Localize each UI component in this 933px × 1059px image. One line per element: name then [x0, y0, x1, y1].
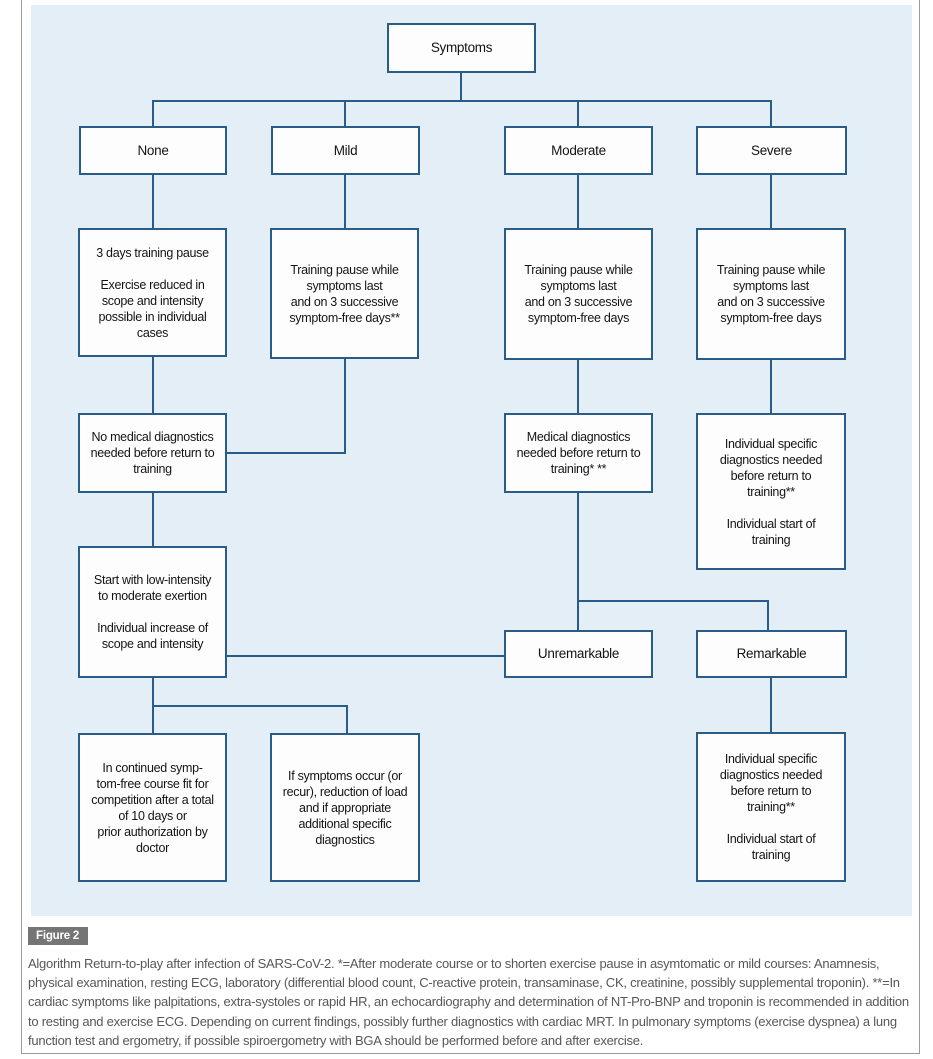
connector-severe-in	[770, 100, 772, 126]
node-medical-diagnostics-needed: Medical diagnostics needed before return…	[504, 413, 653, 493]
node-none-training-pause: 3 days training pause Exercise reduced i…	[78, 228, 227, 357]
connector-symptoms-down	[460, 73, 462, 101]
node-symptoms: Symptoms	[387, 23, 536, 73]
node-if-symptoms-occur: If symptoms occur (or recur), reduction …	[270, 733, 420, 882]
figure-badge: Figure 2	[28, 927, 89, 945]
connector-moderate-diag	[577, 358, 579, 413]
page-frame	[21, 0, 920, 1054]
connector-severe-pause	[770, 175, 772, 228]
figure-caption: Algorithm Return-to-play after infection…	[28, 956, 909, 1048]
node-no-medical-diagnostics: No medical diagnostics needed before ret…	[78, 413, 227, 493]
node-start-low-intensity: Start with low-intensity to moderate exe…	[78, 546, 227, 678]
connector-mild-pause	[344, 175, 346, 228]
node-fit-for-competition: In continued symp- tom-free course fit f…	[78, 733, 227, 882]
connector-mild-in	[344, 100, 346, 126]
node-remarkable: Remarkable	[696, 630, 847, 678]
connector-remarkable-in	[767, 600, 769, 630]
connector-moderate-in	[577, 100, 579, 126]
connector-none-start	[152, 493, 154, 546]
node-none: None	[79, 126, 227, 175]
connector-moderate-remarkable-h	[577, 600, 769, 602]
node-mild-training-pause: Training pause while symptoms last and o…	[270, 228, 419, 359]
connector-none-pause	[152, 175, 154, 228]
node-moderate: Moderate	[504, 126, 653, 175]
connector-severe-diag	[770, 358, 772, 413]
connector-branch-top	[152, 100, 772, 102]
node-mild: Mild	[271, 126, 420, 175]
node-severe-training-pause: Training pause while symptoms last and o…	[696, 228, 846, 360]
node-unremarkable: Unremarkable	[504, 630, 653, 678]
node-remarkable-individual-diagnostics: Individual specific diagnostics needed b…	[696, 732, 846, 882]
connector-mild-elbow-h	[227, 452, 346, 454]
connector-ifsymptoms-in	[346, 705, 348, 733]
node-moderate-training-pause: Training pause while symptoms last and o…	[504, 228, 653, 360]
connector-moderate-unremarkable	[577, 493, 579, 630]
connector-start-branch-h	[152, 705, 348, 707]
connector-none-diag	[152, 357, 154, 413]
connector-mild-elbow-v	[344, 359, 346, 454]
connector-moderate-pause	[577, 175, 579, 228]
connector-start-unremarkable	[227, 655, 504, 657]
node-severe: Severe	[696, 126, 847, 175]
connector-remarkable-down	[770, 678, 772, 732]
node-severe-individual-diagnostics: Individual specific diagnostics needed b…	[696, 413, 846, 570]
connector-none-in	[152, 100, 154, 126]
